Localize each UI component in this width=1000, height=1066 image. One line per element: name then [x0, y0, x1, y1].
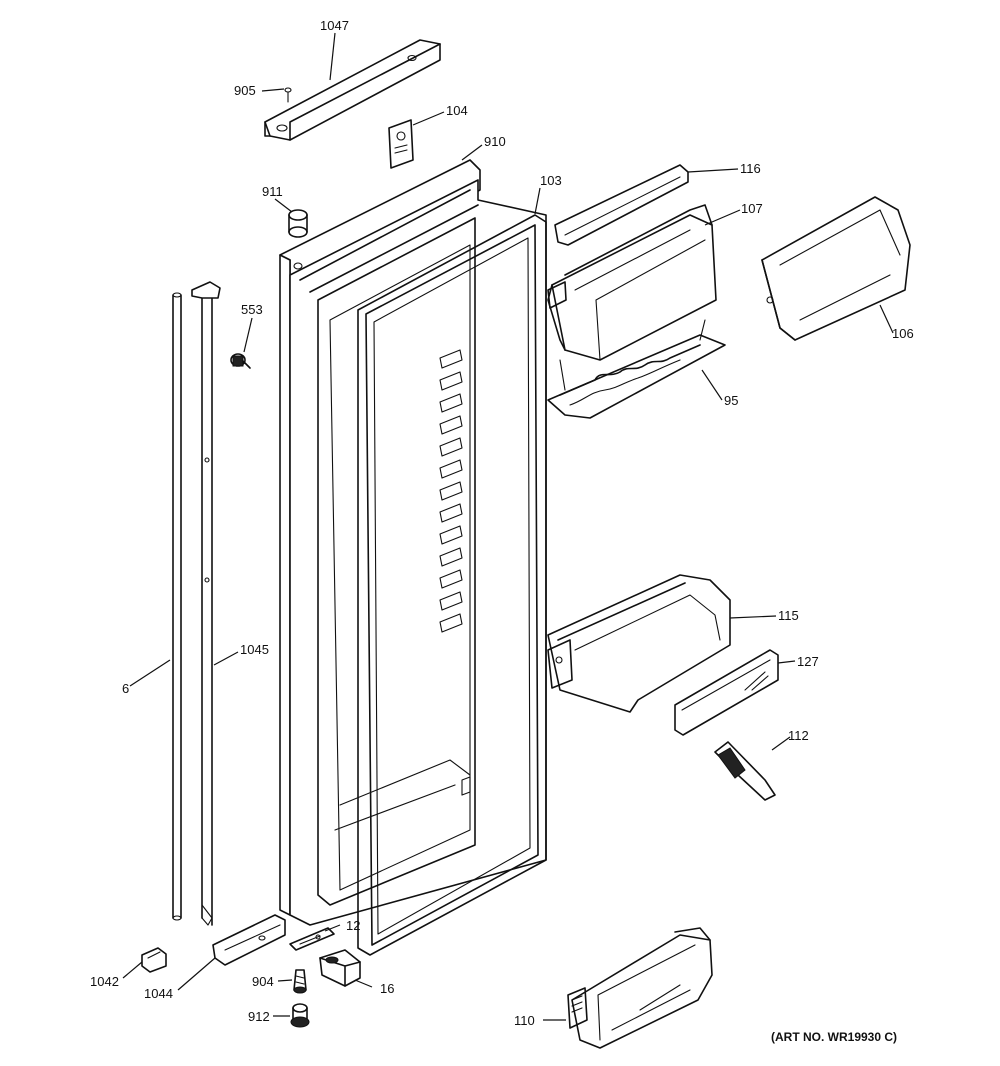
- hinge-bushing: [288, 209, 308, 238]
- dairy-bin: [761, 196, 911, 341]
- callout-1044: 1044: [144, 986, 173, 1001]
- egg-tray: [547, 319, 726, 419]
- callout-127: 127: [797, 654, 819, 669]
- callout-553: 553: [241, 302, 263, 317]
- callout-116: 116: [740, 161, 761, 176]
- bin-front-panel: [674, 649, 779, 736]
- callout-115: 115: [778, 608, 799, 623]
- callout-106: 106: [892, 326, 914, 341]
- bin-trim: [714, 741, 776, 801]
- callout-1047: 1047: [320, 18, 349, 33]
- hinge-clip: [141, 947, 167, 973]
- door-handle-rod: [172, 292, 182, 921]
- callout-12: 12: [346, 918, 360, 933]
- callout-912: 912: [248, 1009, 270, 1024]
- callout-6: 6: [122, 681, 129, 696]
- callout-107: 107: [741, 201, 763, 216]
- callout-1042: 1042: [90, 974, 119, 989]
- callout-labels: 1047 905 104 910 911 103 116 107 106 95 …: [90, 18, 914, 1044]
- screw: [284, 87, 292, 103]
- door-gasket: [357, 214, 547, 956]
- door-bin-middle: [547, 574, 731, 713]
- callout-16: 16: [380, 981, 394, 996]
- callout-905: 905: [234, 83, 256, 98]
- door-bin-lower: [567, 927, 713, 1049]
- callout-110: 110: [514, 1013, 535, 1028]
- art-number: (ART NO. WR19930 C): [771, 1030, 897, 1044]
- callout-103: 103: [540, 173, 562, 188]
- callout-904: 904: [252, 974, 274, 989]
- callout-1045: 1045: [240, 642, 269, 657]
- hinge-pin: [293, 969, 307, 994]
- top-hinge-bracket: [264, 39, 441, 141]
- label-plate: [388, 119, 414, 169]
- bin-rail: [554, 164, 689, 246]
- hinge-bushing-lower: [290, 1003, 310, 1028]
- callout-911: 911: [262, 184, 283, 199]
- door-trim-strip: [191, 281, 221, 926]
- door-closer-cam: [319, 949, 361, 987]
- callout-104: 104: [446, 103, 468, 118]
- shelf-supports: [439, 349, 471, 796]
- door-bin-upper: [547, 204, 717, 361]
- stop-bumper: [230, 353, 251, 369]
- bottom-hinge-plate: [212, 914, 286, 966]
- leader-lines: [122, 32, 894, 1021]
- callout-910: 910: [484, 134, 506, 149]
- cam-plate: [289, 927, 335, 951]
- callout-112: 112: [788, 728, 809, 743]
- callout-95: 95: [724, 393, 738, 408]
- door-outer: [279, 159, 547, 926]
